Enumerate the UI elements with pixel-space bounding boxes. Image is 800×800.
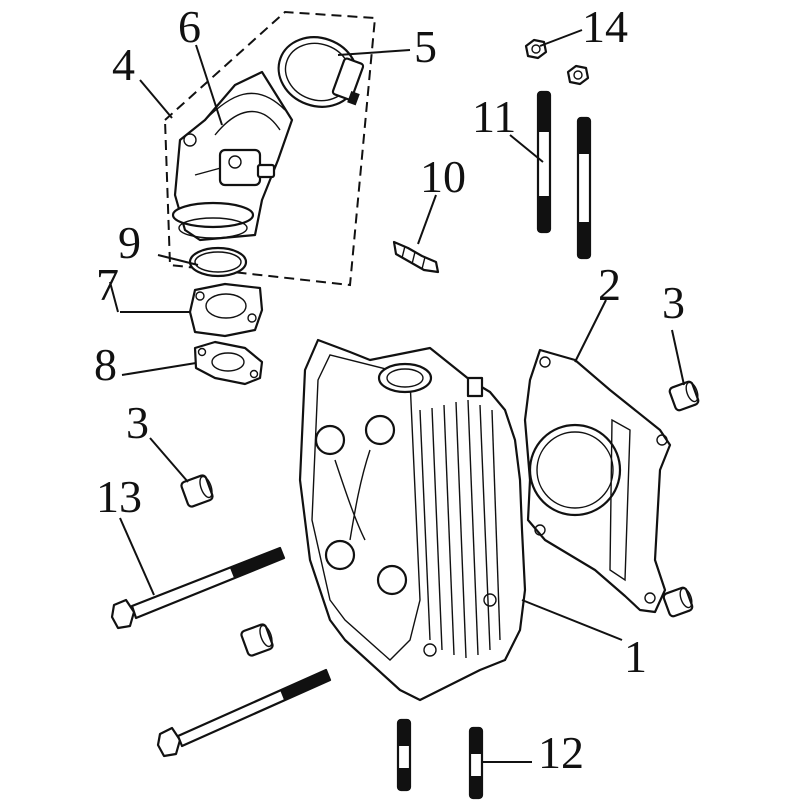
short-stud-left xyxy=(396,718,412,792)
head-gasket xyxy=(523,348,672,614)
dowel-pin-left-upper xyxy=(180,474,214,508)
callout-11: 11 xyxy=(472,91,516,142)
insulator-spacer xyxy=(188,282,264,338)
intake-gasket xyxy=(193,340,264,386)
callout-12: 12 xyxy=(538,727,584,778)
flange-bolt-lower xyxy=(156,668,332,758)
flange-bolt-upper xyxy=(110,546,286,630)
intake-assembly-group xyxy=(163,10,377,287)
callout-9: 9 xyxy=(118,217,141,268)
callout-10: 10 xyxy=(420,151,466,202)
hose-clamp xyxy=(277,36,365,108)
spark-plug xyxy=(392,240,440,274)
stud-bolt-right xyxy=(576,116,592,260)
callout-3-right: 3 xyxy=(662,277,685,328)
cap-nut-upper xyxy=(524,38,548,60)
cylinder-head xyxy=(298,338,527,702)
short-stud-right xyxy=(468,726,484,800)
callout-labels: 4 6 5 14 11 10 9 7 2 3 8 3 13 1 12 xyxy=(94,1,685,778)
leader-lines xyxy=(109,29,685,763)
callout-13: 13 xyxy=(96,471,142,522)
intake-manifold xyxy=(171,70,294,242)
cap-nut-lower xyxy=(566,64,590,86)
stud-bolt-left xyxy=(536,90,552,234)
callout-3-left: 3 xyxy=(126,397,149,448)
callout-1: 1 xyxy=(624,631,647,682)
callout-7: 7 xyxy=(96,259,119,310)
dowel-pin-right-upper xyxy=(668,380,700,412)
intake-dashed-outline xyxy=(163,10,377,287)
callout-14: 14 xyxy=(582,1,628,52)
callout-8: 8 xyxy=(94,339,117,390)
callout-4: 4 xyxy=(112,39,135,90)
dowel-pin-right-lower xyxy=(662,586,694,618)
dowel-pin-left-lower xyxy=(240,623,274,657)
callout-6: 6 xyxy=(178,1,201,52)
callout-5: 5 xyxy=(414,21,437,72)
callout-2: 2 xyxy=(598,259,621,310)
